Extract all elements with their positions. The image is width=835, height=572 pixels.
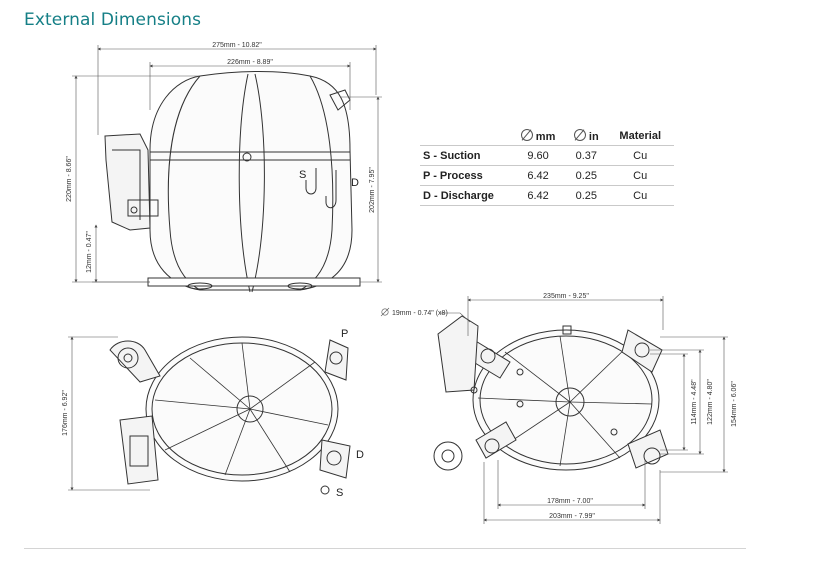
base-dim-mount-outer: 203mm - 7.99" — [549, 513, 595, 520]
diameter-icon — [520, 129, 533, 141]
side-dim-total-width: 275mm - 10.82" — [212, 42, 262, 49]
base-dim-length: 235mm - 9.25" — [543, 293, 589, 300]
connection-name: P - Process — [420, 165, 510, 186]
table-row: P - Process 6.42 0.25 Cu — [420, 165, 674, 186]
base-dim-h3: 154mm - 6.06" — [731, 381, 738, 427]
side-dim-connection-height: 202mm - 7.95" — [369, 167, 376, 213]
connection-mm: 6.42 — [510, 165, 567, 186]
side-dim-total-height: 220mm - 8.66" — [66, 156, 73, 202]
table-row: S - Suction 9.60 0.37 Cu — [420, 145, 674, 166]
connection-mm: 6.42 — [510, 185, 567, 206]
side-view-dimension-lines — [72, 45, 382, 283]
top-dim-depth: 176mm - 6.92" — [62, 390, 69, 436]
base-dim-mount-inner: 178mm - 7.00" — [547, 498, 593, 505]
connection-material: Cu — [606, 165, 674, 186]
side-dim-base-height: 12mm - 0.47" — [86, 231, 93, 273]
side-view-drawing — [104, 71, 361, 293]
table-header-blank — [420, 127, 510, 146]
base-view-drawing — [433, 315, 669, 471]
top-view-dimension-lines — [68, 336, 150, 491]
connection-in: 0.25 — [566, 165, 607, 186]
base-dim-h2: 122mm - 4.80" — [707, 379, 714, 425]
top-label-p: P — [341, 328, 348, 340]
side-label-s: S — [299, 169, 306, 181]
side-label-d: D — [351, 177, 359, 189]
top-label-d: D — [356, 449, 364, 461]
connection-material: Cu — [606, 145, 674, 166]
connection-in: 0.25 — [566, 185, 607, 206]
diameter-icon — [381, 308, 389, 316]
table-header-material: Material — [619, 130, 661, 142]
table-header-mm: mm — [510, 127, 566, 146]
connection-material: Cu — [606, 185, 674, 206]
connection-name: D - Discharge — [420, 185, 510, 206]
table-header-row: mm in Material — [420, 127, 674, 146]
side-dim-body-width: 226mm - 8.89" — [227, 59, 273, 66]
base-dim-hole: 19mm - 0.74" (x8) — [392, 310, 448, 317]
table-row: D - Discharge 6.42 0.25 Cu — [420, 185, 674, 206]
base-view-dimension-lines — [440, 296, 728, 524]
bottom-divider — [24, 548, 746, 549]
base-dim-h1: 114mm - 4.48" — [691, 379, 698, 425]
diameter-icon — [573, 129, 586, 141]
table-header-in: in — [566, 127, 606, 146]
connection-mm: 9.60 — [510, 145, 567, 166]
hole-diameter-callout: 19mm - 0.74" (x8) — [380, 307, 448, 317]
page-title: External Dimensions — [24, 10, 202, 30]
connections-table: mm in Material S - Suction 9.60 0.37 Cu … — [420, 127, 674, 206]
connection-in: 0.37 — [566, 145, 607, 166]
top-view-drawing — [109, 336, 351, 495]
connection-name: S - Suction — [420, 145, 510, 166]
top-label-s: S — [336, 487, 343, 499]
